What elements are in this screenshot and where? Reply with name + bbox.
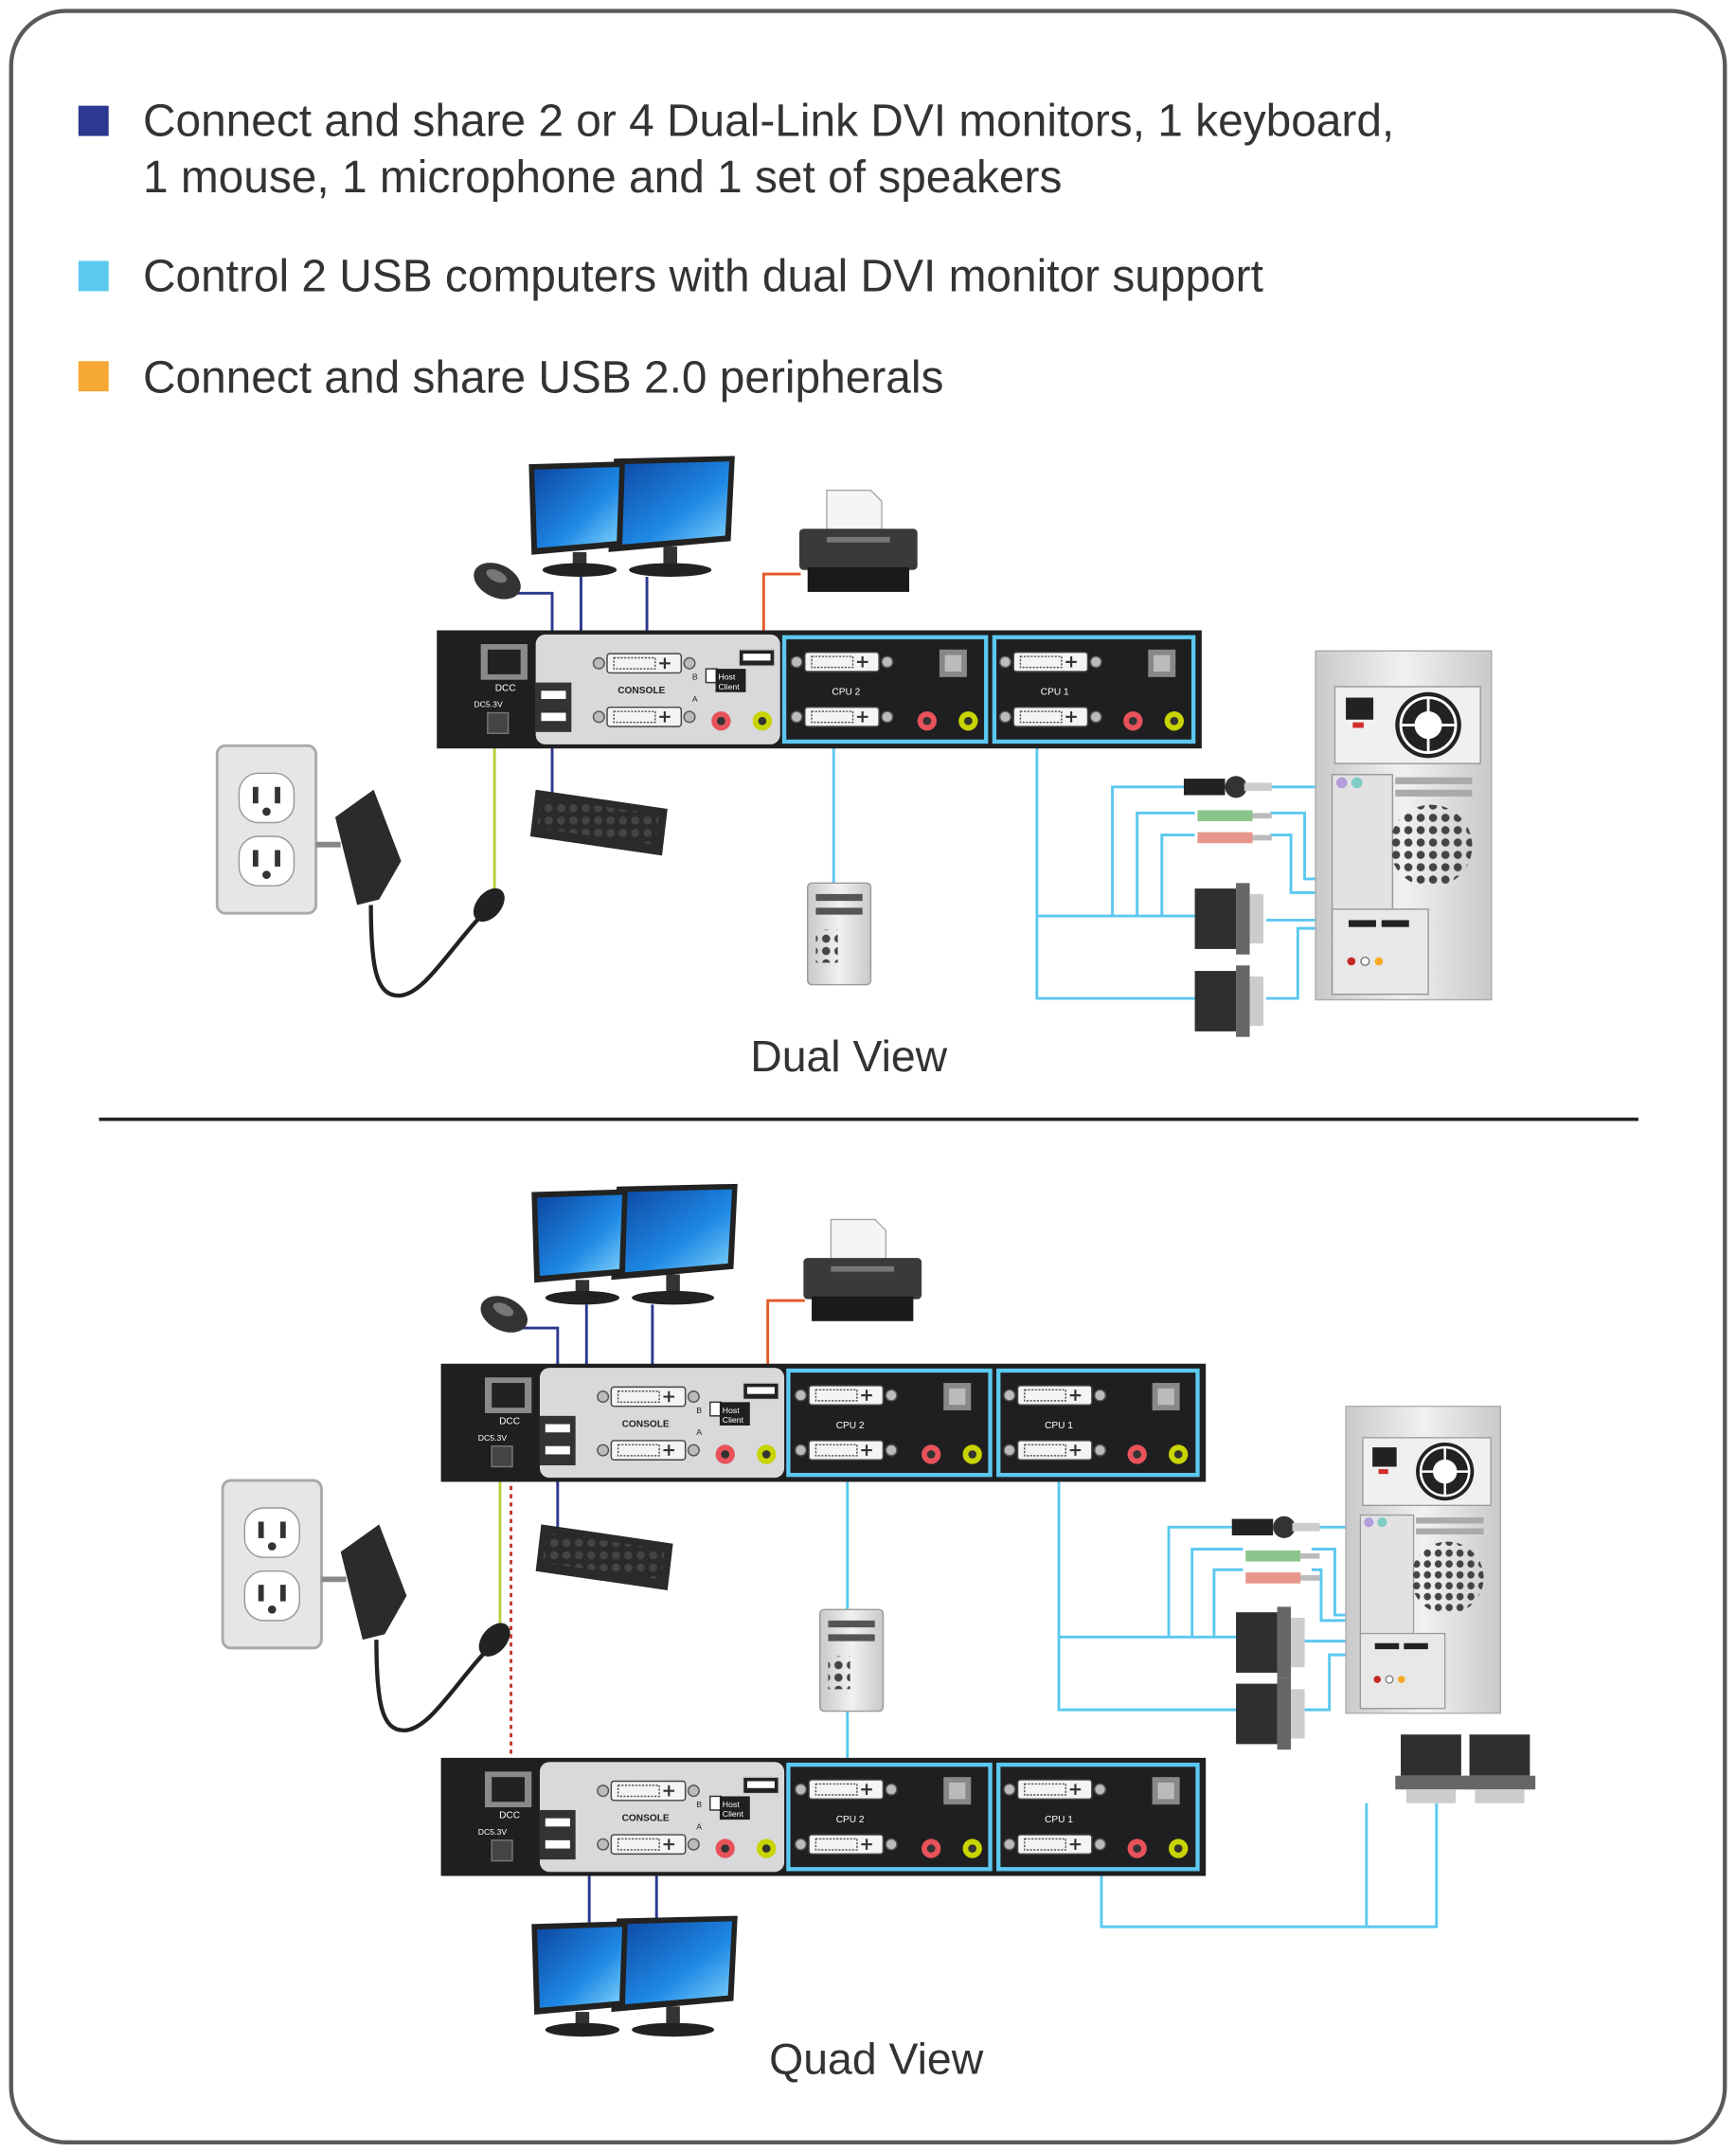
dual-view-caption: Dual View <box>750 1031 947 1081</box>
bullet-marker <box>78 260 109 292</box>
port-a-label: A <box>696 1821 702 1831</box>
host-label: Host <box>723 1800 740 1809</box>
quad-view-caption: Quad View <box>769 2034 984 2083</box>
cpu2-label: CPU 2 <box>836 1421 865 1431</box>
bullet-marker <box>78 105 109 136</box>
bullet-text: Connect and share 2 or 4 Dual-Link DVI m… <box>143 97 1394 147</box>
power-label: DC5.3V <box>478 1827 508 1837</box>
cpu1-label: CPU 1 <box>1045 1815 1073 1825</box>
bullet-text: Control 2 USB computers with dual DVI mo… <box>143 251 1263 301</box>
console-label: CONSOLE <box>622 1419 670 1429</box>
kvm-labels: DCC DC5.3V CONSOLE B A Host Client CPU 2… <box>478 1800 1074 1837</box>
bullet-text: 1 mouse, 1 microphone and 1 set of speak… <box>143 152 1062 203</box>
bullet-marker <box>78 361 109 392</box>
dcc-label: DCC <box>495 683 516 693</box>
quad-view-diagram: DCC DC5.3V CONSOLE B A Host Client CPU 2… <box>221 1183 1536 2083</box>
port-a-label: A <box>696 1427 702 1437</box>
host-label: Host <box>718 672 735 682</box>
dcc-label: DCC <box>499 1417 520 1427</box>
console-label: CONSOLE <box>617 686 665 696</box>
kvm-labels: DCC DC5.3V CONSOLE B A Host Client CPU 2… <box>474 672 1069 709</box>
power-label: DC5.3V <box>478 1433 508 1443</box>
kvm-labels: DCC DC5.3V CONSOLE B A Host Client CPU 2… <box>478 1406 1074 1443</box>
frame-border <box>9 9 1727 2145</box>
port-a-label: A <box>692 694 698 704</box>
port-b-label: B <box>692 672 698 682</box>
dcc-label: DCC <box>499 1811 520 1821</box>
client-label: Client <box>718 682 740 691</box>
port-b-label: B <box>696 1800 702 1809</box>
client-label: Client <box>723 1809 744 1819</box>
bullet-text: Connect and share USB 2.0 peripherals <box>143 353 943 404</box>
feature-list: Connect and share 2 or 4 Dual-Link DVI m… <box>78 97 1394 404</box>
console-label: CONSOLE <box>622 1814 670 1824</box>
cpu1-label: CPU 1 <box>1041 688 1069 698</box>
cpu2-label: CPU 2 <box>832 688 860 698</box>
host-label: Host <box>723 1406 740 1415</box>
port-b-label: B <box>696 1406 702 1415</box>
cpu1-label: CPU 1 <box>1045 1421 1073 1431</box>
power-label: DC5.3V <box>474 700 503 709</box>
cpu2-label: CPU 2 <box>836 1815 865 1825</box>
client-label: Client <box>723 1415 744 1425</box>
dual-view-diagram: DCC DC5.3V CONSOLE B A Host Client CPU 2… <box>215 456 1494 1081</box>
